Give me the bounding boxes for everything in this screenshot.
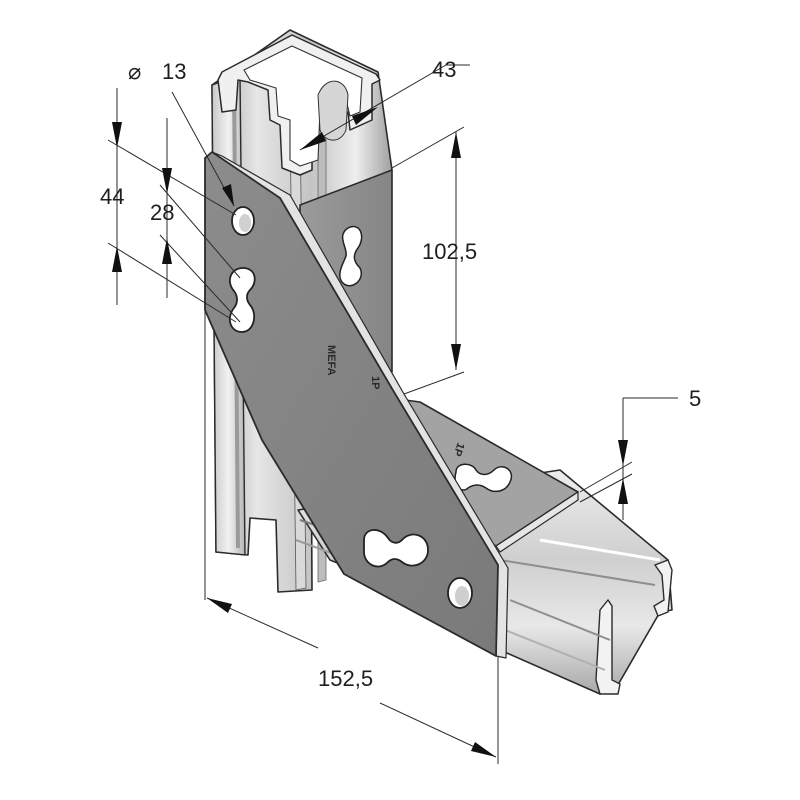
- arrow-102-bottom: [451, 344, 461, 370]
- dimension-labels: ⌀ 13 43 44 28 102,5 5 152,5: [100, 57, 701, 691]
- mark-stamp-upper: 1P: [369, 376, 381, 389]
- dim-44-ext-top: [107, 139, 237, 216]
- arrow-28-top: [162, 168, 172, 194]
- front-plate-face: [204, 151, 499, 657]
- horizontal-channel-end-profile: [595, 598, 621, 695]
- dim-5-ext-top: [579, 461, 633, 493]
- arrow-152-left: [207, 598, 232, 613]
- horizontal-channel-end-profile-right: [653, 559, 673, 617]
- slot-lower: [363, 529, 429, 568]
- arrow-44-bottom: [112, 246, 122, 272]
- base-plate-slot: [454, 463, 513, 493]
- arrow-102-top: [451, 132, 461, 158]
- dim-43-line: [299, 64, 470, 151]
- brand-stamp: MEFA: [325, 345, 337, 376]
- arrow-44-top: [112, 122, 122, 148]
- slot-left: [228, 267, 256, 333]
- dim-44-ext-bottom: [107, 242, 237, 323]
- vertical-channel-opening: [243, 45, 363, 167]
- arrow-diameter: [222, 184, 234, 206]
- bracket-front-plate: MEFA 1P 1P: [204, 151, 509, 659]
- arrow-5-top: [618, 440, 628, 466]
- arrow-5-bottom: [618, 478, 628, 504]
- dim-152-label: 152,5: [318, 666, 373, 691]
- bracket-base-plate: [404, 399, 579, 553]
- dim-5-ext-bottom: [579, 473, 633, 503]
- dim-102-ext-bottom: [403, 371, 465, 395]
- dimension-arrows: [112, 107, 628, 757]
- dim-102-ext-top: [391, 126, 465, 169]
- arrow-43-right: [352, 107, 378, 125]
- horizontal-channel-groove-1: [499, 559, 656, 586]
- diameter-value: 13: [162, 59, 186, 84]
- arrow-28-bottom: [162, 238, 172, 264]
- dim-28-ext-bottom: [159, 234, 241, 323]
- dim-28-label: 28: [150, 200, 174, 225]
- diameter-leader: [171, 91, 235, 207]
- dim-43-label: 43: [432, 57, 456, 82]
- dim-102-label: 102,5: [422, 239, 477, 264]
- arrow-152-right: [471, 742, 496, 757]
- arrow-43-left: [300, 132, 326, 150]
- dim-28-ext-top: [159, 184, 241, 279]
- dim-44-label: 44: [100, 184, 124, 209]
- upright-plate-slot: [339, 225, 363, 287]
- base-plate-edge: [495, 490, 579, 553]
- horizontal-channel-groove-4: [539, 538, 661, 562]
- horizontal-channel-groove-3: [504, 629, 606, 671]
- mark-stamp-lower: 1P: [451, 441, 467, 458]
- dim-5-label: 5: [689, 386, 701, 411]
- diameter-symbol: ⌀: [128, 59, 141, 84]
- horizontal-channel-groove-2: [509, 599, 611, 641]
